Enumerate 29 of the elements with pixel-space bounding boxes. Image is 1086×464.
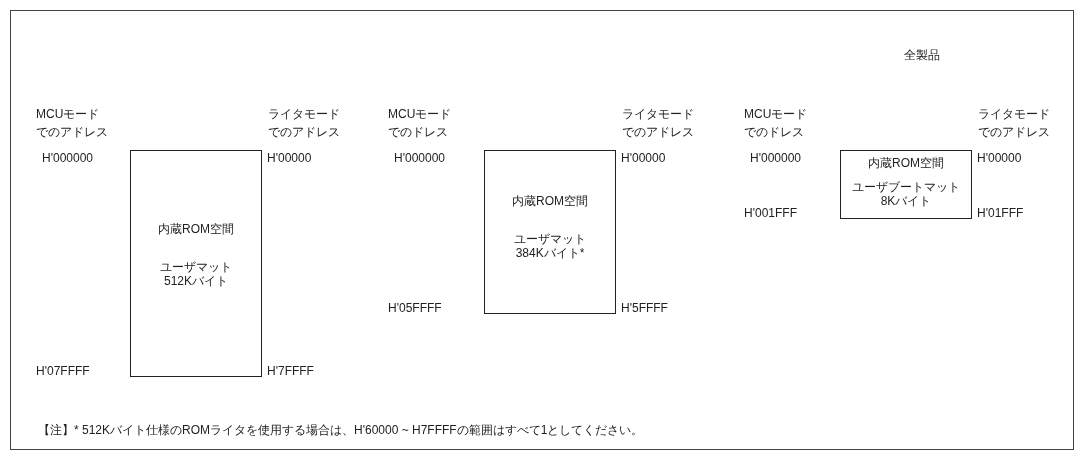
- address-label: H'000000: [750, 150, 801, 167]
- block-description: ユーザマット 384Kバイト*: [513, 232, 587, 261]
- column-header: ライタモードでのアドレス: [978, 106, 1051, 141]
- block-description: ユーザマット 512Kバイト: [159, 260, 233, 289]
- address-label: H'07FFFF: [36, 363, 90, 380]
- memory-block: [130, 150, 262, 377]
- address-label: H'00000: [267, 150, 312, 167]
- address-label: H'01FFF: [977, 205, 1024, 222]
- column-header: ライタモードでのアドレス: [268, 106, 341, 141]
- address-label: H'00000: [621, 150, 666, 167]
- column-header: 全製品: [904, 47, 940, 64]
- block-title: 内蔵ROM空間: [512, 195, 588, 209]
- column-header: MCUモードでのドレス: [388, 106, 453, 141]
- block-description: ユーザブートマット 8Kバイト: [851, 180, 961, 209]
- column-header: MCUモードでのアドレス: [36, 106, 109, 141]
- block-title: 内蔵ROM空間: [868, 157, 944, 171]
- address-label: H'7FFFF: [267, 363, 314, 380]
- address-label: H'001FFF: [744, 205, 797, 222]
- address-label: H'000000: [42, 150, 93, 167]
- column-header: MCUモードでのドレス: [744, 106, 809, 141]
- column-header: ライタモードでのアドレス: [622, 106, 695, 141]
- address-label: H'05FFFF: [388, 300, 442, 317]
- footnote: 【注】* 512Kバイト仕様のROMライタを使用する場合は、H'60000 ~ H7FFFFの範囲はすべて1としてください。: [38, 422, 644, 439]
- memory-block: [484, 150, 616, 314]
- address-label: H'5FFFF: [621, 300, 668, 317]
- address-label: H'000000: [394, 150, 445, 167]
- block-title: 内蔵ROM空間: [158, 223, 234, 237]
- address-label: H'00000: [977, 150, 1022, 167]
- memory-block: [840, 150, 972, 219]
